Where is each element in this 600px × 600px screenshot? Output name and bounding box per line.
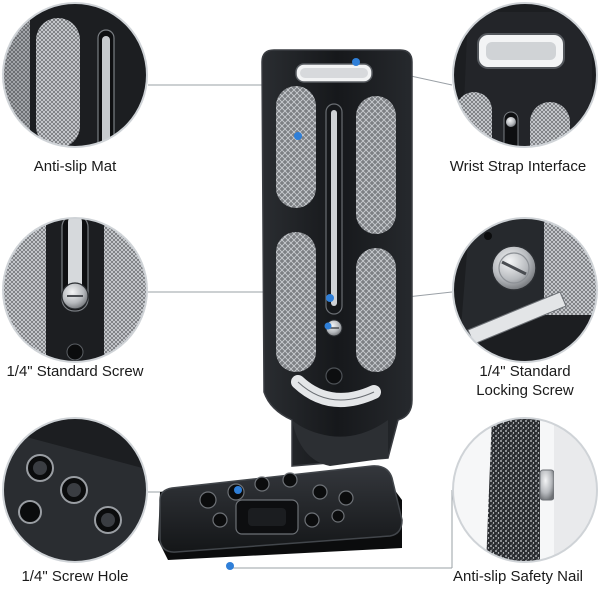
zoom-ring-5 xyxy=(2,417,148,563)
zoom-ring-2 xyxy=(452,2,598,148)
label-anti-slip-mat: Anti-slip Mat xyxy=(33,158,117,175)
l-bracket xyxy=(158,49,413,570)
zoom-anti-slip-mat xyxy=(3,3,147,147)
zoom-ring-3 xyxy=(2,217,148,363)
label-locking-screw-line-2: Locking Screw xyxy=(476,382,574,399)
label-locking-screw: 1/4" Standard Locking Screw xyxy=(450,362,600,400)
label-locking-screw-line-1: 1/4" Standard xyxy=(479,363,571,380)
label-screw-hole: 1/4" Screw Hole xyxy=(21,568,129,585)
zoom-ring-1 xyxy=(2,2,148,148)
zoom-ring-6 xyxy=(452,417,598,563)
zoom-standard-screw xyxy=(3,218,147,362)
zoom-safety-nail xyxy=(453,418,597,562)
zoom-ring-4 xyxy=(452,217,598,363)
zoom-screw-hole xyxy=(3,418,147,562)
label-wrist-strap-interface: Wrist Strap Interface xyxy=(449,158,587,175)
label-anti-slip-safety-nail: Anti-slip Safety Nail xyxy=(452,568,584,585)
zoom-locking-screw xyxy=(453,218,597,362)
label-standard-screw: 1/4" Standard Screw xyxy=(6,363,144,380)
